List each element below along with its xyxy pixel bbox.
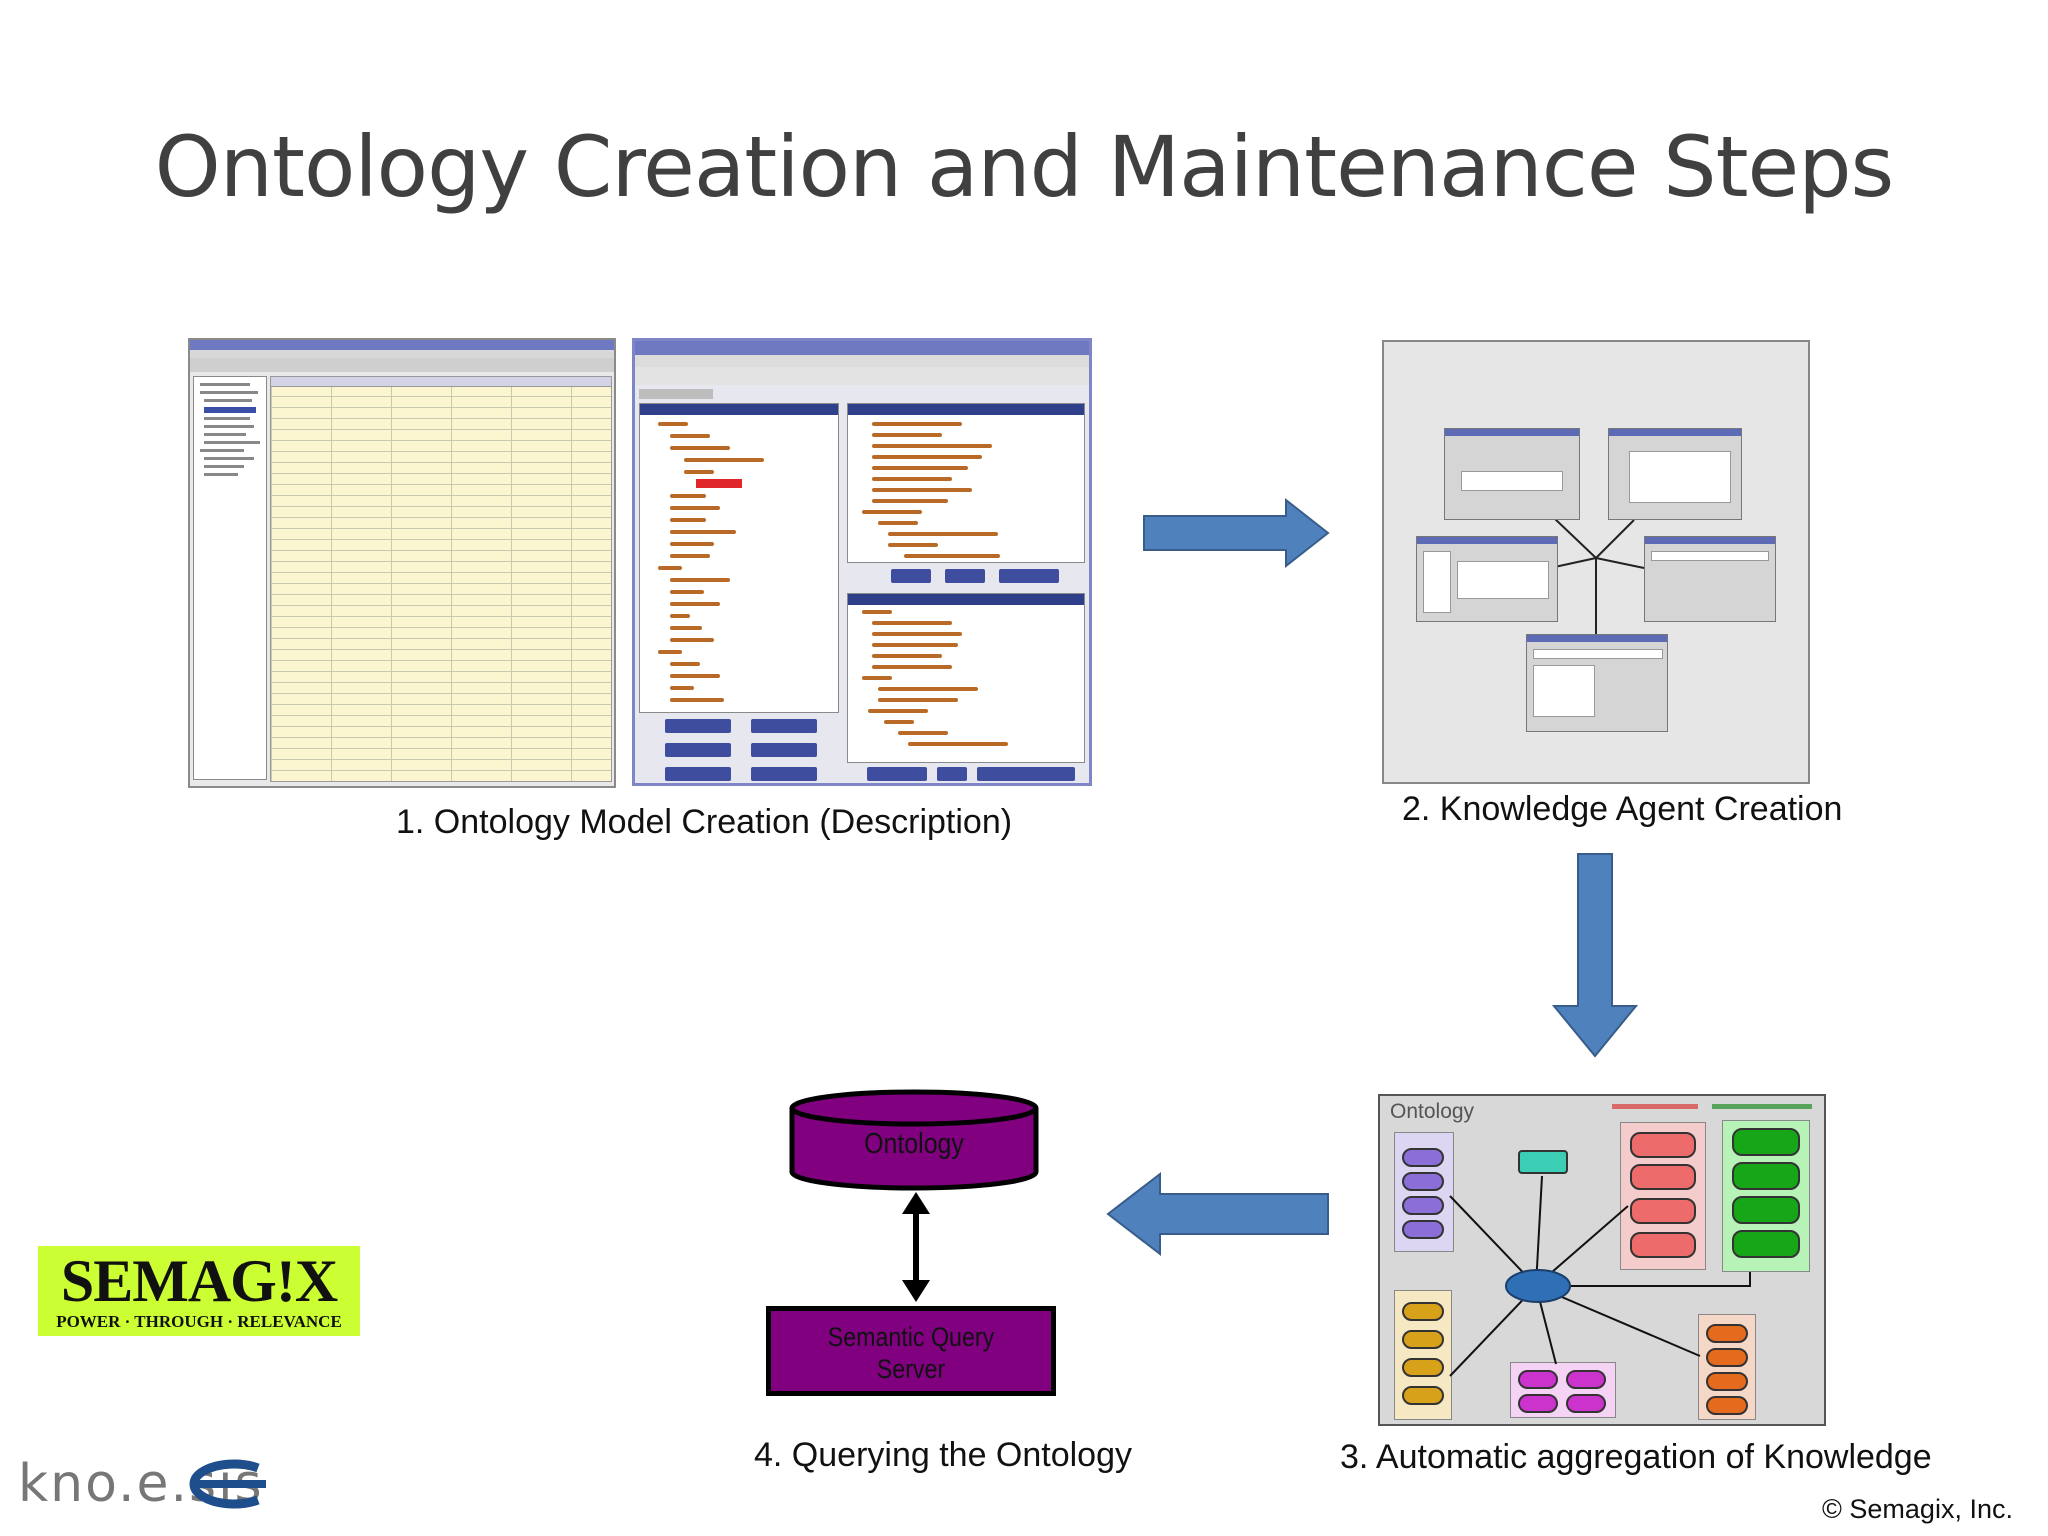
knoesis-e-icon: [189, 1459, 266, 1509]
step4-caption: 4. Querying the Ontology: [754, 1436, 1133, 1474]
knowledge-agent-screenshot: [1382, 340, 1810, 784]
arrow-left-icon: [1106, 1171, 1329, 1257]
arrow-down-icon: [1551, 853, 1639, 1058]
knowledge-aggregation-diagram: Ontology: [1378, 1094, 1826, 1426]
semagix-tagline: POWER · THROUGH · RELEVANCE: [56, 1312, 342, 1331]
bidirectional-arrow-icon: [902, 1192, 930, 1302]
arrow-right-icon: [1143, 497, 1330, 569]
copyright: © Semagix, Inc.: [1822, 1494, 2013, 1524]
step1-caption: 1. Ontology Model Creation (Description): [396, 803, 1013, 841]
ontology-label: Ontology: [864, 1128, 964, 1160]
slide-title: Ontology Creation and Maintenance Steps: [154, 118, 1895, 216]
semagix-wordmark: SEMAG!X: [60, 1248, 338, 1314]
step3-caption: 3. Automatic aggregation of Knowledge: [1340, 1438, 1932, 1476]
server-label: Semantic Query Server: [827, 1322, 995, 1384]
knoesis-logo: kno.e.sis: [18, 1454, 418, 1514]
aggregation-heading: Ontology: [1390, 1100, 1475, 1123]
ontology-database-icon: [789, 1089, 1039, 1191]
knowledge-modeler-screenshot: [632, 338, 1092, 786]
ontology-editor-screenshot-left: [188, 338, 616, 788]
semantic-query-server-box: Semantic Query Server: [766, 1306, 1056, 1396]
step2-caption: 2. Knowledge Agent Creation: [1402, 790, 1843, 828]
semagix-logo: SEMAG!X POWER · THROUGH · RELEVANCE: [38, 1246, 360, 1336]
